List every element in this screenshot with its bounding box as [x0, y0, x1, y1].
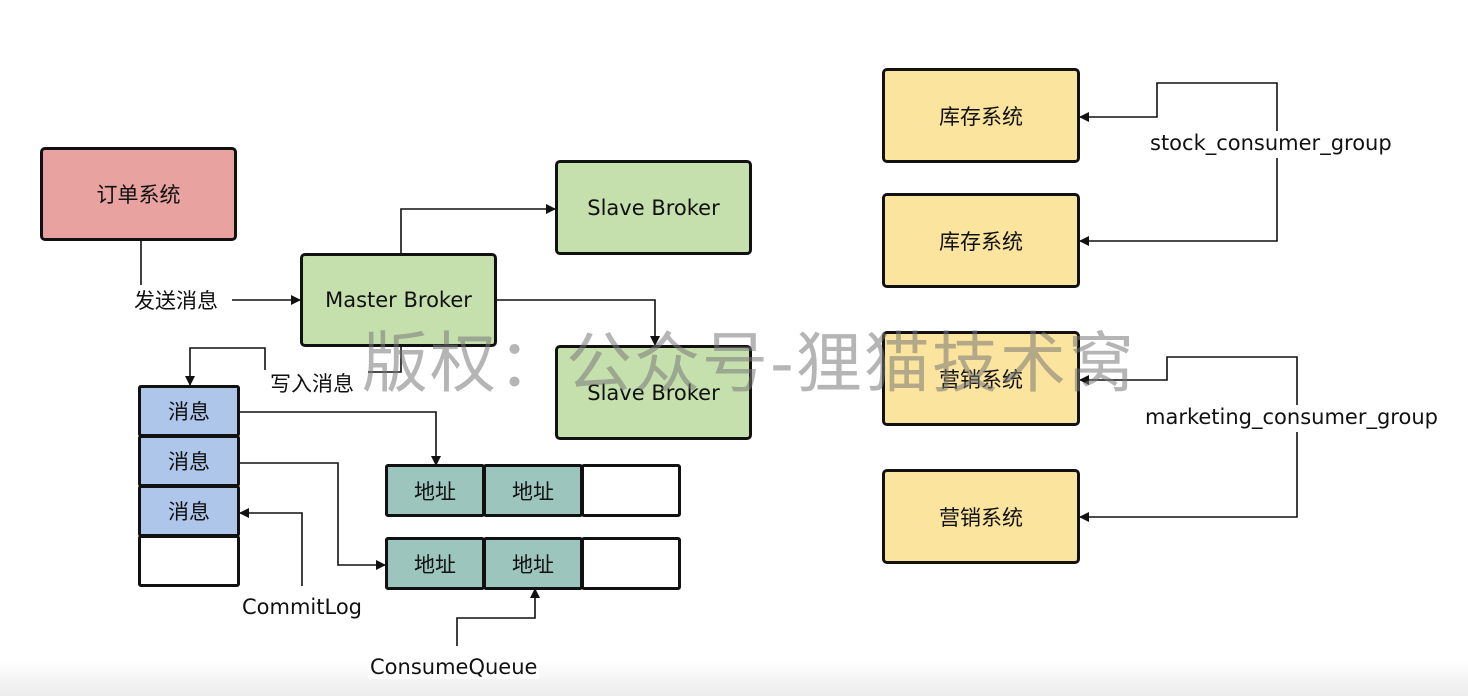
- stock-consumer-group-label: stock_consumer_group: [1148, 131, 1394, 155]
- edge-marketing-to-marketing-1: [1079, 356, 1298, 405]
- consumequeue-label: ConsumeQueue: [368, 655, 540, 679]
- edge-commitlog-label: [239, 508, 303, 586]
- consume-queue-cell: 地址: [385, 537, 485, 590]
- marketing-system-node-1: 营销系统: [882, 331, 1080, 426]
- edge-consumequeue-label: [456, 588, 540, 646]
- consume-queue-cell: 地址: [483, 464, 583, 517]
- edge-stock-to-inventory-1: [1079, 82, 1278, 132]
- edge-msg1-to-queue1: [238, 411, 441, 466]
- edge-marketing-to-marketing-2: [1079, 432, 1298, 522]
- edge-stock-to-inventory-2: [1079, 158, 1278, 246]
- slave-broker-top-node: Slave Broker: [555, 160, 752, 255]
- write-message-label: 写入消息: [268, 368, 356, 398]
- edge-master-to-slave-top: [400, 204, 556, 254]
- edge-master-to-commitlog: [368, 346, 402, 373]
- consume-queue-cell-empty: [581, 464, 681, 517]
- commitlog-cell: 消息: [138, 435, 240, 487]
- edge-msg2-to-queue2: [238, 462, 386, 570]
- consume-queue-cell-empty: [581, 537, 681, 590]
- marketing-consumer-group-label: marketing_consumer_group: [1143, 405, 1440, 429]
- inventory-system-node-2: 库存系统: [882, 193, 1080, 288]
- consume-queue-cell: 地址: [483, 537, 583, 590]
- commitlog-cell: 消息: [138, 385, 240, 437]
- edge-master-to-slave-bottom: [495, 299, 660, 346]
- send-message-label: 发送消息: [132, 285, 220, 315]
- consume-queue-cell: 地址: [385, 464, 485, 517]
- inventory-system-node-1: 库存系统: [882, 68, 1080, 163]
- marketing-system-node-2: 营销系统: [882, 469, 1080, 564]
- commitlog-cell-empty: [138, 535, 240, 587]
- edge-write-to-commitlog: [185, 347, 266, 386]
- master-broker-node: Master Broker: [300, 253, 497, 347]
- commitlog-cell: 消息: [138, 485, 240, 537]
- edge-order-to-master: [140, 240, 300, 300]
- slave-broker-bottom-node: Slave Broker: [555, 345, 752, 440]
- commitlog-label: CommitLog: [240, 595, 365, 619]
- order-system-node: 订单系统: [40, 147, 237, 241]
